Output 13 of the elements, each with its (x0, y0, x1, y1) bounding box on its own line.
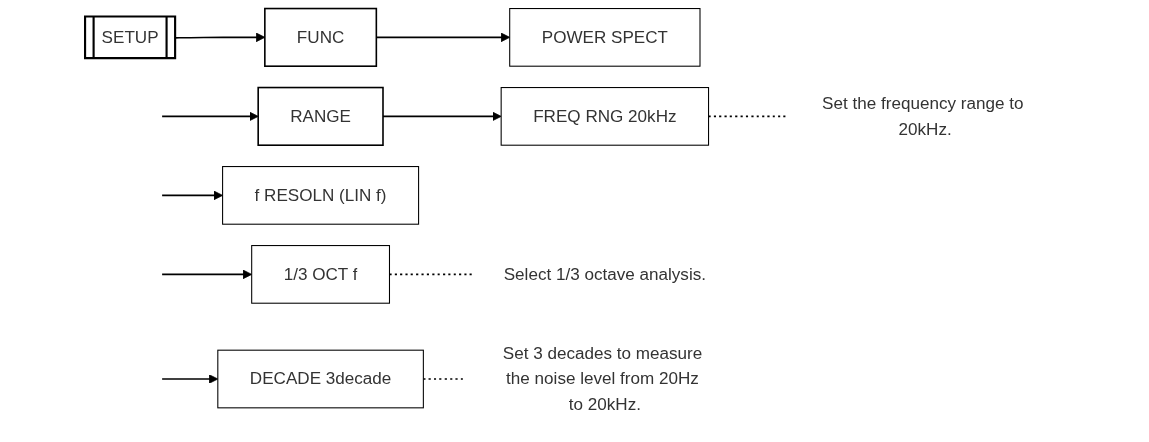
arrow (161, 190, 223, 201)
node-box: DECADE 3decade (217, 349, 424, 409)
node-box: POWER SPECT (509, 8, 701, 67)
node-text: Set the frequency range to 20kHz. (822, 93, 1024, 138)
arrow (382, 111, 502, 122)
node-box: FREQ RNG 20kHz (500, 87, 710, 146)
node-box: RANGE (257, 86, 384, 146)
node-box: FUNC (264, 7, 378, 67)
node-box: f RESOLN (LIN f) (222, 166, 420, 225)
node-text: Set 3 decades to measure the noise level from 20Hz to 20kHz. (502, 343, 703, 414)
node-box: 1/3 OCT f (251, 245, 390, 304)
node-text: Select 1/3 octave analysis. (503, 264, 706, 283)
arrow (161, 111, 259, 122)
